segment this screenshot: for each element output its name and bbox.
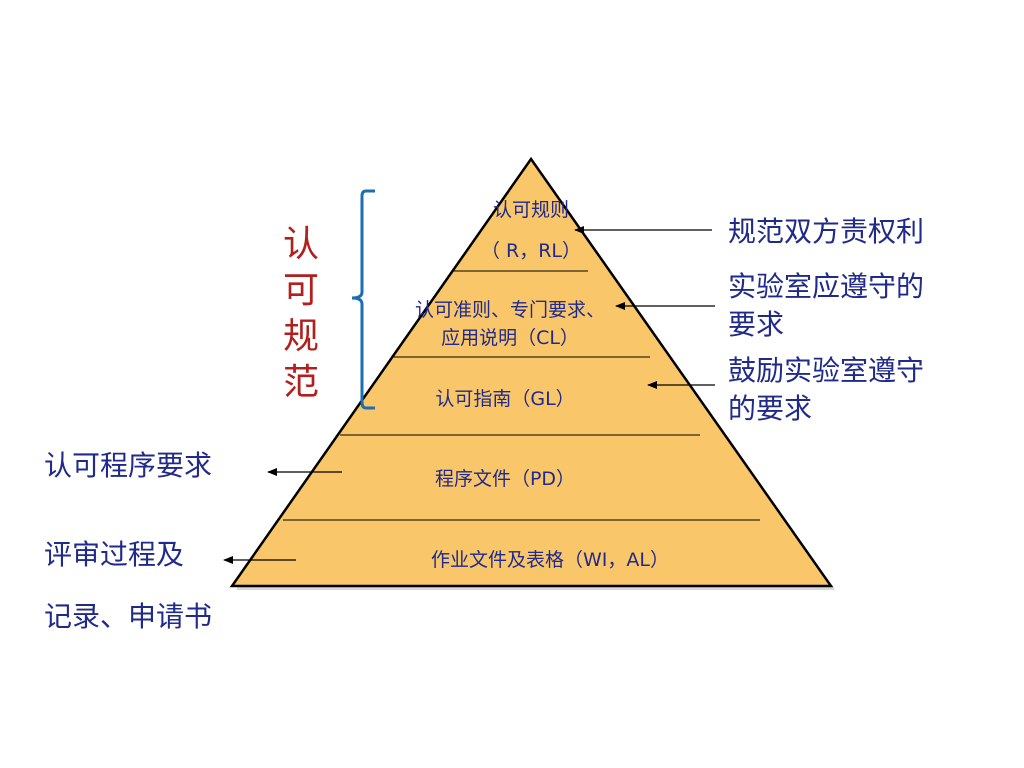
right-label-2: 实验室应遵守的 要求: [728, 268, 924, 344]
right-label-3: 鼓励实验室遵守 的要求: [728, 352, 924, 428]
tier-3-text: 认可指南（GL）: [435, 388, 575, 410]
tier-2-label: 认可准则、专门要求、 应用说明（CL）: [380, 296, 640, 352]
bracket-label: 认可规范: [283, 224, 320, 403]
right-label-3-line1: 鼓励实验室遵守: [728, 354, 925, 387]
right-label-2-line2: 要求: [728, 308, 785, 341]
tier-1-line2: （ R，RL）: [480, 240, 582, 262]
left-label-2-line1: 评审过程及: [44, 538, 185, 571]
right-label-1: 规范双方责权利: [728, 215, 925, 248]
tier-3-label: 认可指南（GL）: [400, 384, 610, 411]
left-label-2: 评审过程及 记录、申请书: [44, 536, 212, 636]
tier-5-text: 作业文件及表格（WI，AL）: [431, 549, 669, 571]
left-label-1: 认可程序要求: [44, 449, 213, 482]
tier-4-label: 程序文件（PD）: [400, 464, 610, 491]
left-label-2-line2: 记录、申请书: [44, 600, 213, 633]
right-label-2-line1: 实验室应遵守的: [728, 270, 925, 303]
tier-5-label: 作业文件及表格（WI，AL）: [380, 545, 720, 572]
right-label-3-line2: 的要求: [728, 392, 813, 425]
tier-2-line1: 认可准则、专门要求、: [414, 299, 605, 321]
tier-1-line1: 认可规则: [492, 199, 569, 221]
tier-2-line2: 应用说明（CL）: [441, 327, 579, 349]
tier-4-text: 程序文件（PD）: [434, 468, 576, 490]
tier-1-label: 认可规则 （ R，RL）: [431, 195, 631, 263]
pyramid: [229, 156, 834, 588]
bracket: [351, 189, 375, 410]
